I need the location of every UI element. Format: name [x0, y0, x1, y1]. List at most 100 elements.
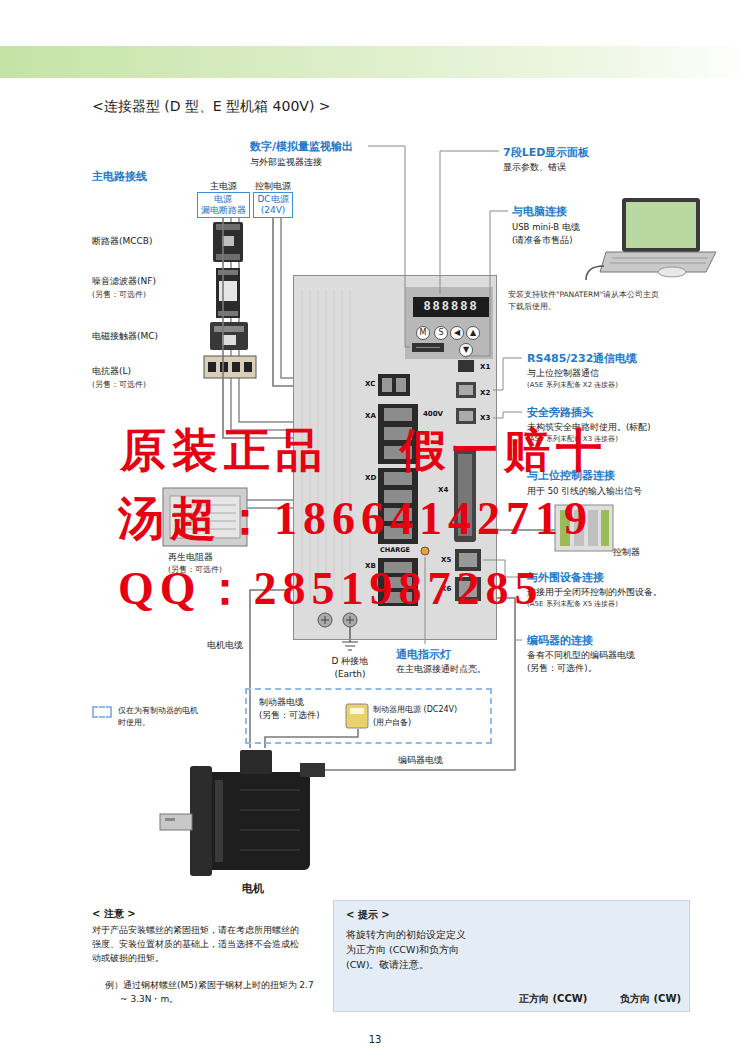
noise-filter-symbol — [218, 311, 238, 316]
watermark: 原装正品 — [120, 428, 328, 474]
power-supply-box: 主电源电源漏电断路器 — [197, 181, 250, 218]
motor-illustration — [240, 790, 300, 850]
watermark: QQ：2851987285 — [118, 566, 544, 612]
callout-note: 连接用于全闭环控制的外围设备。 — [527, 587, 662, 598]
leader-line — [466, 211, 508, 359]
motor-illustration — [160, 750, 325, 876]
option-note: (另售：可选件) — [92, 380, 146, 389]
header-band — [0, 46, 750, 78]
signal-connector — [456, 382, 476, 398]
reactor-symbol — [204, 356, 256, 378]
node-text: 漏电断路器 — [201, 205, 246, 216]
laptop-illustration — [626, 202, 696, 248]
node-text: 制动器用电源 (DC24V) — [373, 703, 457, 716]
node-text: X3 — [480, 415, 490, 422]
note-text: 对于产品安装螺丝的紧固扭矩，请在考虑所用螺丝的强度、安装位置材质的基础上，适当选… — [92, 923, 307, 965]
note-heading: < 注意 > — [92, 908, 136, 921]
motor-illustration — [160, 814, 192, 830]
part-name: 噪音滤波器(NF) — [92, 276, 156, 287]
reactor-symbol — [204, 356, 256, 378]
callout-note: (请准备市售品) — [512, 235, 573, 246]
node-text: 负方向 (CW) — [620, 993, 681, 1006]
button-symbol: ▼ — [463, 345, 469, 355]
motor-illustration — [190, 766, 212, 876]
callout-note: 与外部监视器连接 — [250, 157, 322, 168]
watermark: 假一赔十 — [400, 428, 608, 474]
node-text: < 提示 > — [346, 909, 390, 922]
ground-label: (Earth) — [334, 669, 365, 680]
power-supply-box: 控制电源DC电源(24V) — [253, 181, 292, 218]
dashed-option-region: 制动器电缆(另售：可选件)制动器用电源 (DC24V)(用户自备) — [245, 688, 492, 744]
node-text: 电机 — [242, 882, 264, 896]
node-text: (另售：可选件) — [259, 710, 320, 721]
ground-label: D 种接地 — [332, 656, 369, 667]
node-text: 制动器电缆 — [259, 697, 304, 708]
breaker-symbol — [213, 222, 243, 262]
signal-connector — [412, 343, 444, 352]
noise-filter-symbol — [216, 268, 240, 318]
node-text: XA — [365, 413, 376, 420]
part-name: 电磁接触器(MC) — [92, 331, 158, 342]
contactor-symbol — [222, 335, 236, 345]
contactor-symbol — [210, 322, 248, 350]
signal-connector — [416, 347, 440, 348]
cable-connector — [273, 218, 293, 386]
panel-button — [460, 344, 473, 357]
note-text: 例）通过钢材螺丝(M5)紧固于钢材上时的扭矩为 2.7 ~ 3.3N・m。 — [105, 978, 322, 1006]
reactor-symbol — [208, 362, 216, 372]
node-text: DC电源 — [257, 194, 288, 205]
callout-note: 与上位控制器通信 — [527, 368, 599, 379]
page-title: <连接器型 (D 型、E 型机箱 400V) > — [92, 98, 331, 116]
node-text: 888888 — [423, 300, 478, 314]
brake-power-icon — [346, 704, 368, 728]
callout-note: 下载后使用。 — [508, 302, 556, 311]
contactor-symbol — [210, 322, 248, 350]
motor-illustration — [215, 780, 223, 862]
charge-lamp — [421, 547, 429, 555]
breaker-symbol — [213, 222, 243, 262]
node-text: 将旋转方向的初始设定定义为正方向 (CCW)和负方向 (CW)。敬请注意。 — [346, 927, 468, 972]
terminal-block — [396, 378, 406, 392]
motor-illustration — [240, 750, 272, 774]
node-text: 电源 — [201, 194, 246, 205]
noise-filter-symbol — [219, 281, 237, 301]
cable-connector — [250, 590, 293, 748]
box-border: 电源漏电断路器 — [197, 192, 250, 218]
watermark: 汤超：18664142719 — [118, 496, 593, 542]
panel-button — [451, 327, 464, 340]
signal-connector — [459, 411, 473, 421]
signal-connector — [459, 385, 473, 395]
breaker-symbol — [216, 254, 240, 260]
node-text: 控制器 — [613, 547, 640, 558]
button-symbol: ▲ — [470, 328, 476, 338]
reactor-symbol — [244, 362, 252, 372]
signal-connector — [458, 360, 474, 372]
option-note: (另售：可选件) — [92, 290, 146, 299]
breaker-symbol — [216, 224, 240, 230]
part-name: 断路器(MCCB) — [92, 236, 153, 247]
ground-symbol — [342, 627, 358, 650]
callout-heading: RS485/232通信电缆 — [527, 352, 637, 366]
leader-line — [515, 640, 522, 641]
part-name: 电抗器(L) — [92, 366, 131, 377]
callout-note: (另售：可选件)。 — [527, 663, 597, 674]
signal-connector — [456, 408, 476, 424]
callout-note: 在主电源接通时点亮。 — [396, 664, 486, 675]
panel-button — [417, 327, 480, 357]
leader-line — [493, 412, 522, 418]
hint-panel: < 提示 > 将旋转方向的初始设定定义为正方向 (CCW)和负方向 (CW)。敬请… — [333, 900, 690, 1012]
callout-heading: 数字/模拟量监视输出 — [250, 140, 353, 154]
laptop-illustration — [586, 266, 604, 280]
terminal-block — [378, 374, 410, 396]
charge-lamp — [421, 547, 429, 555]
brake-power-icon — [346, 704, 368, 728]
laptop-illustration — [586, 198, 716, 280]
noise-filter-symbol — [218, 270, 238, 275]
node-text: X1 — [480, 364, 490, 371]
power-wire — [239, 214, 293, 422]
panel-button — [435, 327, 448, 340]
reactor-symbol — [220, 362, 228, 372]
terminal-block — [382, 378, 392, 392]
motor: 电机 — [180, 748, 325, 898]
node-text: 正方向 (CCW) — [519, 993, 587, 1006]
